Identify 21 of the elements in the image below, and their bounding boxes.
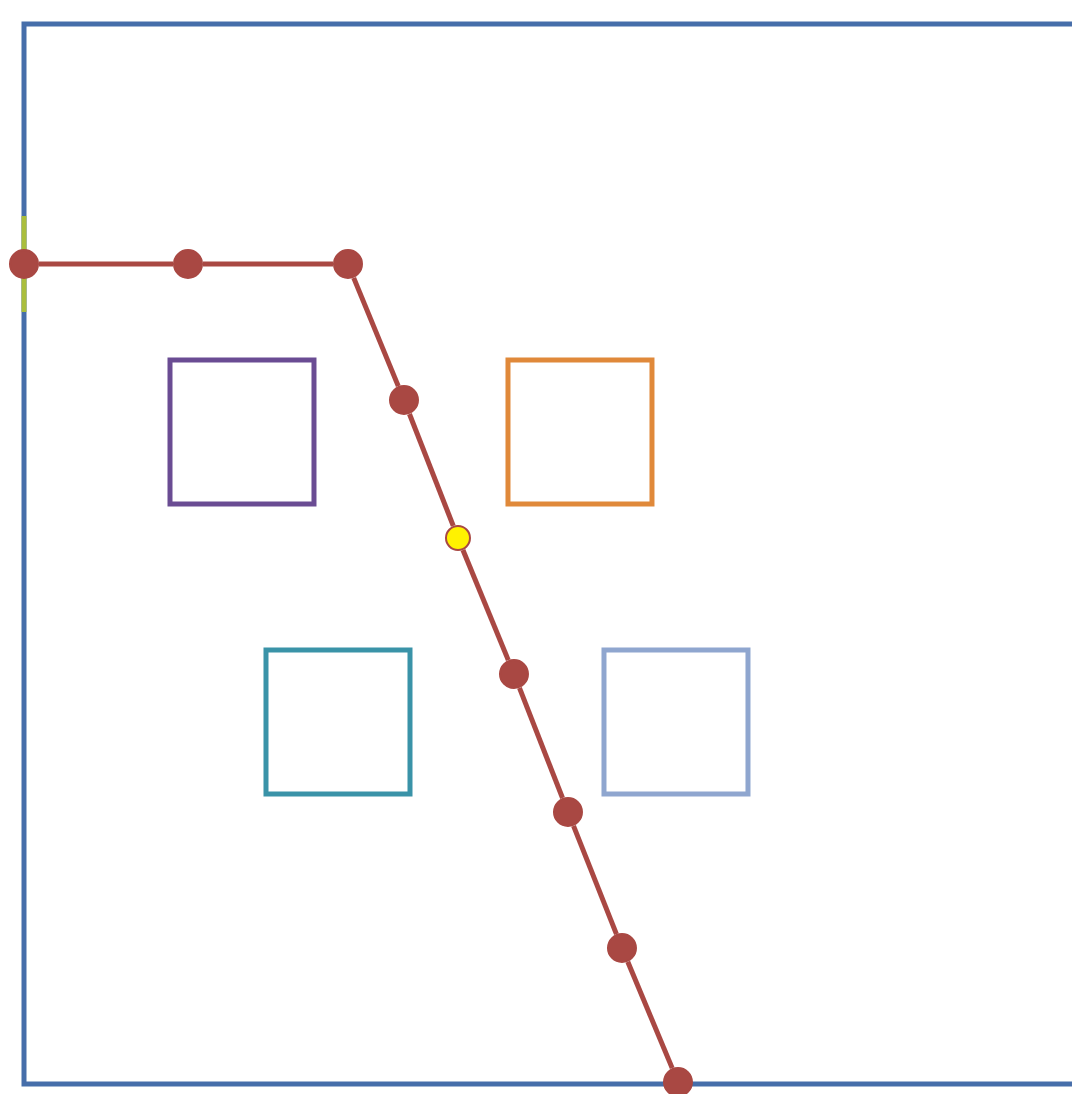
- line: [351, 276, 401, 388]
- dot: [607, 933, 637, 963]
- dot: [9, 249, 39, 279]
- dot: [389, 385, 419, 415]
- square: [263, 647, 413, 797]
- line: [517, 687, 565, 799]
- dot: [173, 249, 203, 279]
- square: [505, 357, 655, 507]
- dot: [499, 659, 529, 689]
- dot: [553, 797, 583, 827]
- line: [407, 413, 456, 527]
- line: [571, 825, 619, 935]
- dot: [663, 1067, 693, 1094]
- line: [203, 261, 333, 267]
- line: [39, 261, 173, 267]
- line: [460, 549, 511, 662]
- dot: [445, 525, 471, 551]
- line: [625, 960, 675, 1070]
- square: [167, 357, 317, 507]
- dot: [333, 249, 363, 279]
- square: [601, 647, 751, 797]
